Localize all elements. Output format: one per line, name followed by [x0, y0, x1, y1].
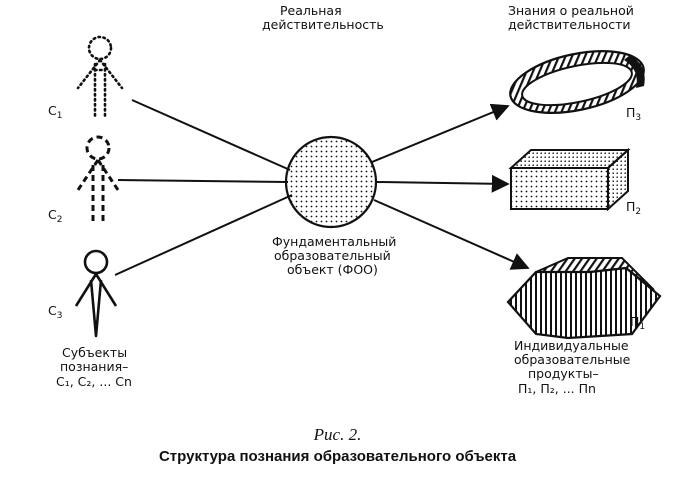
knowledge-label-line1: Знания о реальной: [508, 3, 634, 18]
c3-label: С3: [48, 303, 63, 322]
p2-label: П2: [626, 199, 642, 218]
reality-label-line1: Реальная: [280, 3, 342, 18]
subjects-label-line2: познания–: [60, 359, 129, 374]
c1-label: С1: [48, 103, 63, 122]
figure-caption: Структура познания образовательного объе…: [158, 448, 517, 465]
products-label-line3: продукты–: [528, 366, 599, 381]
foo-label-line3: объект (ФОО): [287, 262, 378, 277]
foo-label-line1: Фундаментальный: [272, 234, 397, 249]
c2-label: С2: [48, 207, 63, 226]
p1-label: П1: [630, 314, 646, 333]
subjects-label-line3: С₁, С₂, ... Сn: [56, 374, 132, 389]
striped-hexagon-icon: [506, 257, 662, 340]
dashed-person-icon: [74, 135, 122, 222]
striped-ring-icon: [509, 50, 645, 114]
p3-label: П3: [626, 105, 642, 124]
dotted-person-icon: [76, 35, 124, 120]
figure-number: Рис. 2.: [313, 425, 362, 444]
dotted-box-icon: [508, 147, 631, 212]
dotted-sphere-icon: [284, 135, 378, 229]
reality-label-line2: действительность: [262, 17, 384, 32]
solid-person-icon: [74, 249, 118, 338]
link-c2-foo: [117, 179, 289, 183]
arrow-foo-p2: [376, 174, 510, 193]
subjects-label-line1: Субъекты: [62, 345, 128, 360]
foo-label-line2: образовательный: [274, 248, 391, 263]
link-c3-foo: [114, 194, 293, 276]
arrow-foo-p1: [373, 199, 530, 270]
knowledge-label-line2: действительности: [508, 17, 631, 32]
products-label-line2: образовательные: [514, 352, 631, 367]
products-label-line1: Индивидуальные: [514, 338, 629, 353]
products-label-line4: П₁, П₂, ... Пn: [518, 381, 596, 396]
link-c1-foo: [131, 99, 291, 171]
arrow-foo-p3: [371, 103, 510, 163]
